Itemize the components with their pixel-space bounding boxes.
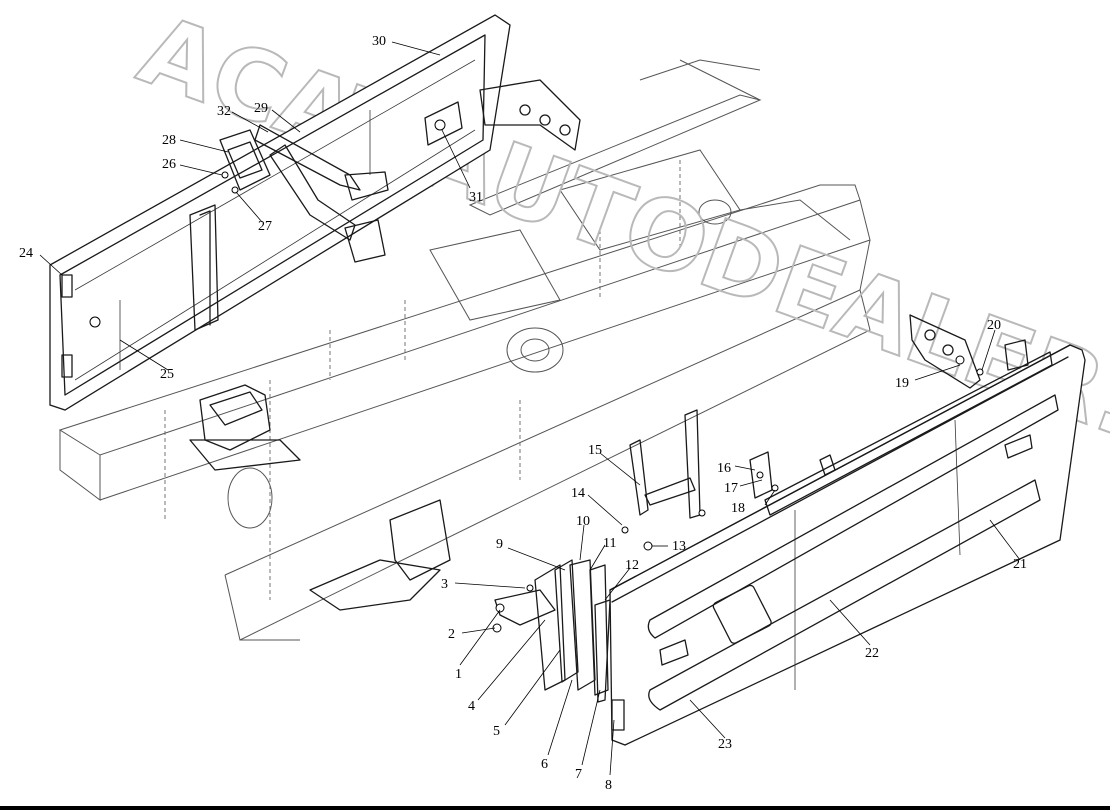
callout-8: 8: [605, 778, 612, 793]
callout-12: 12: [625, 558, 639, 573]
upper-end-bracket: [479, 79, 581, 151]
mounting-arm: [219, 124, 389, 263]
callout-25: 25: [160, 367, 174, 382]
callout-19: 19: [895, 376, 909, 391]
callout-28: 28: [162, 133, 176, 148]
callout-26: 26: [162, 157, 176, 172]
bottom-border-line: [0, 806, 1110, 810]
callout-32: 32: [217, 104, 231, 119]
callout-23: 23: [718, 737, 732, 752]
callout-14: 14: [571, 486, 585, 501]
callout-13: 13: [672, 539, 686, 554]
callout-21: 21: [1013, 557, 1027, 572]
callout-22: 22: [865, 646, 879, 661]
callout-10: 10: [576, 514, 590, 529]
leader-lines: [39, 41, 1021, 776]
callout-5: 5: [493, 724, 500, 739]
callout-27: 27: [258, 219, 272, 234]
callout-29: 29: [254, 101, 268, 116]
callout-9: 9: [496, 537, 503, 552]
lower-side-panel: [609, 339, 1086, 746]
small-parts: [492, 409, 836, 703]
callout-30: 30: [372, 34, 386, 49]
callout-3: 3: [441, 577, 448, 592]
callout-labels: 1 2 3 4 5 6 7 8 9 10 11 12 13 14 15 16 1…: [19, 34, 1027, 793]
upper-side-panel: [49, 14, 511, 411]
lower-end-bracket: [909, 314, 984, 389]
callout-24: 24: [19, 246, 33, 261]
callout-31: 31: [469, 190, 483, 205]
callout-15: 15: [588, 443, 602, 458]
chassis-frame: [58, 59, 871, 641]
callout-17: 17: [724, 481, 738, 496]
callout-7: 7: [575, 767, 582, 782]
callout-11: 11: [603, 536, 616, 551]
callout-1: 1: [455, 667, 462, 682]
callout-18: 18: [731, 501, 745, 516]
callout-6: 6: [541, 757, 548, 772]
callout-20: 20: [987, 318, 1001, 333]
callout-16: 16: [717, 461, 731, 476]
callout-2: 2: [448, 627, 455, 642]
callout-4: 4: [468, 699, 475, 714]
